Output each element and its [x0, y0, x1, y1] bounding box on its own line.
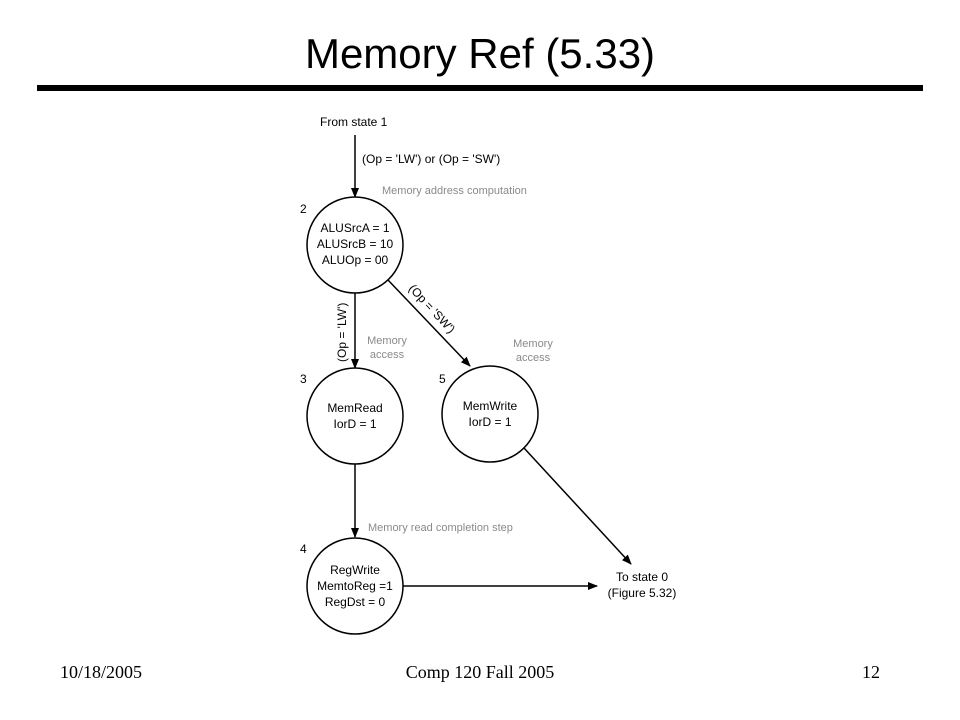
state-5-number: 5: [439, 372, 446, 386]
state-4-line: RegWrite: [330, 563, 380, 577]
state-5-node: [441, 365, 539, 463]
state-5-caption: Memory: [513, 338, 553, 350]
state-3-node: [306, 367, 404, 465]
state-2-number: 2: [300, 202, 307, 216]
footer-page-number: 12: [862, 662, 880, 682]
state-4-line: RegDst = 0: [325, 595, 386, 609]
state-5-caption: access: [516, 352, 551, 364]
state-3-number: 3: [300, 372, 307, 386]
lw-condition-label: (Op = 'LW'): [335, 303, 349, 362]
state-2-line: ALUSrcA = 1: [320, 221, 389, 235]
state-3-caption: Memory: [367, 335, 407, 347]
state-3-line: MemRead: [327, 401, 382, 415]
exit-label: To state 0: [616, 570, 668, 584]
state-4-line: MemtoReg =1: [317, 579, 393, 593]
footer-course: Comp 120 Fall 2005: [405, 662, 555, 682]
state-3-line: IorD = 1: [333, 417, 376, 431]
edge-2-to-5: [387, 279, 471, 367]
state-4-caption: Memory read completion step: [368, 522, 513, 534]
exit-label: (Figure 5.32): [608, 586, 677, 600]
sw-condition-label: (Op = 'SW'): [406, 281, 458, 336]
entry-label: From state 1: [320, 115, 388, 129]
title-divider: [37, 85, 923, 91]
state-2-line: ALUOp = 00: [322, 253, 389, 267]
state-5-line: IorD = 1: [468, 415, 511, 429]
state-3-caption: access: [370, 349, 405, 361]
edge-5-to-exit: [523, 447, 632, 565]
entry-condition: (Op = 'LW') or (Op = 'SW'): [362, 152, 500, 166]
state-2-line: ALUSrcB = 10: [317, 237, 394, 251]
footer-date: 10/18/2005: [60, 662, 143, 682]
state-2-caption: Memory address computation: [382, 185, 527, 197]
slide-title: Memory Ref (5.33): [304, 30, 656, 77]
state-4-number: 4: [300, 542, 307, 556]
state-5-line: MemWrite: [463, 399, 518, 413]
